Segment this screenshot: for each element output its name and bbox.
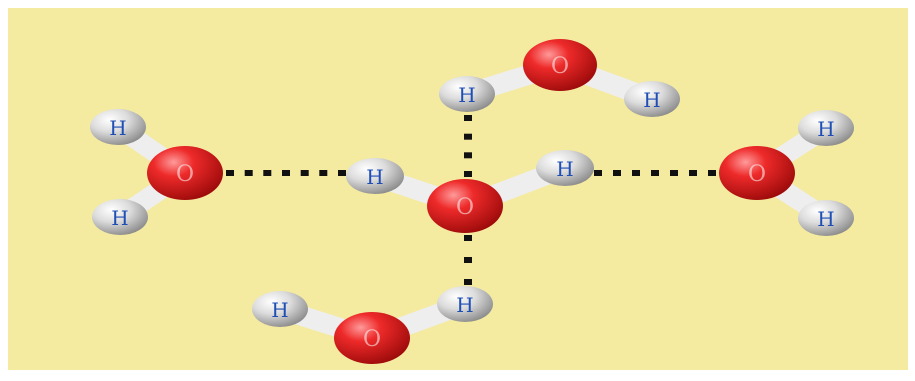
water-molecule-top: O H H	[439, 39, 680, 117]
hydrogen-bond-dot	[338, 170, 346, 176]
hydrogen-bond-dot	[282, 170, 290, 176]
hydrogen-label: H	[817, 207, 834, 231]
hydrogen-bond-dot	[708, 170, 716, 176]
hydrogen-bond-dot	[594, 170, 602, 176]
hydrogen-bond-dot	[464, 235, 472, 241]
oxygen-label: O	[456, 195, 474, 220]
hydrogen-bond-dot	[651, 170, 659, 176]
oxygen-atom	[523, 39, 597, 91]
oxygen-atom	[334, 312, 410, 364]
hydrogen-atom	[252, 291, 308, 327]
hydrogen-atom	[536, 150, 594, 186]
hydrogen-label: H	[109, 116, 126, 140]
hydrogen-bond-dot	[689, 170, 697, 176]
hydrogen-bond-dotted-line	[464, 115, 472, 177]
oxygen-label: O	[176, 162, 194, 187]
water-molecule-right: O H H	[719, 110, 854, 236]
hydrogen-bond-dotted-line	[464, 235, 472, 285]
hydrogen-bond-dot	[464, 257, 472, 263]
hydrogen-bond-dot	[319, 170, 328, 176]
oxygen-atom	[147, 146, 223, 200]
hydrogen-label: H	[111, 206, 128, 230]
hydrogen-atom	[346, 158, 404, 194]
hydrogen-label: H	[556, 157, 573, 181]
hydrogen-label: H	[271, 298, 288, 322]
hydrogen-bond-dot	[464, 152, 472, 159]
hydrogen-atom	[798, 110, 854, 146]
hydrogen-bond-dot	[464, 133, 472, 140]
oxygen-label: O	[551, 54, 569, 79]
oxygen-atom	[427, 179, 503, 233]
hydrogen-atom	[439, 76, 495, 112]
hydrogen-bond-dot	[464, 279, 472, 285]
hydrogen-bond-dot	[244, 170, 253, 176]
hydrogen-label: H	[643, 88, 660, 112]
hydrogen-atom	[90, 109, 146, 145]
hydrogen-atom	[624, 81, 680, 117]
hydrogen-atom	[798, 200, 854, 236]
water-molecule-left: O H H	[90, 109, 223, 235]
oxygen-label: O	[363, 327, 381, 352]
oxygen-atom	[719, 146, 795, 200]
hydrogen-bonds	[226, 115, 716, 285]
hydrogen-bond-dot	[613, 170, 621, 176]
hydrogen-atom	[437, 286, 493, 322]
hydrogen-bond-dot	[632, 170, 640, 176]
hydrogen-bond-dot	[263, 170, 272, 176]
hydrogen-bond-dot	[300, 170, 309, 176]
hydrogen-label: H	[817, 117, 834, 141]
hydrogen-bond-dot	[226, 170, 234, 176]
hydrogen-bond-dotted-line	[226, 170, 346, 176]
hydrogen-label: H	[366, 165, 383, 189]
water-molecule-center: O H H	[346, 150, 594, 233]
water-molecule-bottom: O H H	[252, 286, 493, 364]
hydrogen-bond-dot	[464, 171, 472, 177]
hydrogen-bond-dot	[670, 170, 678, 176]
hydrogen-bond-dotted-line	[594, 170, 716, 176]
oxygen-label: O	[748, 162, 766, 187]
hydrogen-bond-dot	[464, 115, 472, 121]
hydrogen-label: H	[458, 83, 475, 107]
hydrogen-atom	[92, 199, 148, 235]
hydrogen-label: H	[456, 293, 473, 317]
